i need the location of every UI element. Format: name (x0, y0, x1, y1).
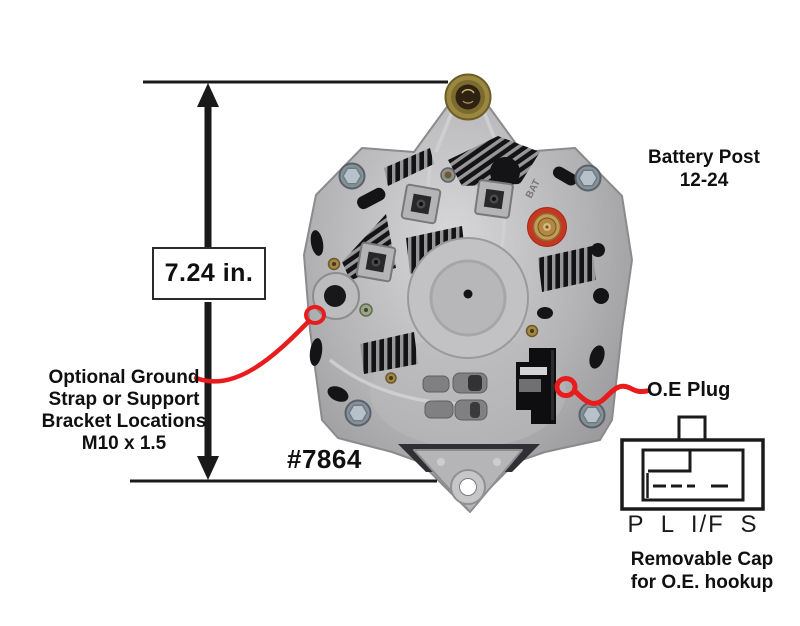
ground-location-marker (304, 305, 326, 325)
red-callouts (193, 305, 650, 406)
ground-note-line4: M10 x 1.5 (81, 433, 167, 454)
connector-tab (677, 415, 707, 443)
top-through-bolt (444, 73, 492, 121)
battery-post-label: Battery Post 12-24 (604, 146, 800, 192)
connector-key-step (648, 451, 692, 473)
arrow-down-icon (197, 456, 219, 480)
oe-plug-label: O.E Plug (647, 379, 731, 401)
battery-post-line2: 12-24 (679, 170, 729, 191)
ground-strap-boss (312, 272, 360, 320)
dimension-value: 7.24 in. (164, 259, 254, 287)
small-screws (327, 167, 539, 384)
ground-strap-note: Optional Ground Strap or Support Bracket… (24, 367, 224, 455)
terminal-bosses (355, 179, 514, 283)
oe-plug-callout-line (572, 383, 650, 406)
connector-inner-cavity (641, 448, 745, 502)
vent-slots-dark (309, 166, 609, 402)
vent-windows (422, 372, 488, 421)
connector-pinout-drawing (620, 415, 765, 511)
ground-note-line3: Bracket Locations (41, 411, 207, 432)
removable-cap-line2: for O.E. hookup (630, 572, 774, 593)
removable-cap-caption: Removable Cap for O.E. hookup (602, 548, 800, 594)
ground-note-line2: Strap or Support (48, 389, 200, 410)
center-hub (407, 237, 529, 359)
dimension-label-box: 7.24 in. (152, 247, 266, 300)
battery-post-terminal (527, 207, 567, 247)
alternator-image: BAT (303, 73, 633, 513)
ground-note-line1: Optional Ground (48, 367, 200, 388)
battery-post-line1: Battery Post (648, 147, 760, 168)
bottom-mounting-ear (413, 449, 523, 513)
ground-callout-line (193, 319, 311, 384)
oe-plug-connector (516, 348, 556, 424)
removable-cap-line1: Removable Cap (630, 549, 774, 570)
mounting-bolts (338, 162, 606, 429)
connector-pin-labels: P L I/F S (627, 511, 759, 538)
oe-plug-marker (554, 376, 578, 398)
part-number: #7864 (287, 444, 362, 474)
arrow-up-icon (197, 83, 219, 107)
